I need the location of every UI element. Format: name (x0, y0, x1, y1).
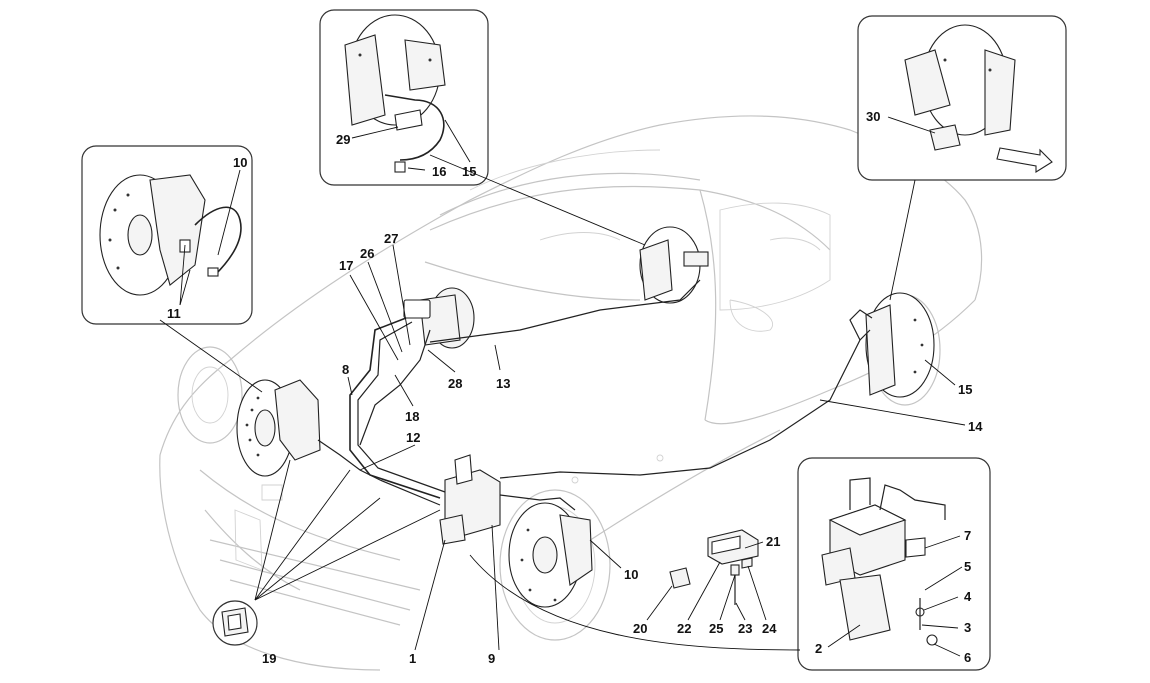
callout-11: 11 (167, 306, 181, 321)
callout-27: 27 (384, 231, 398, 246)
callout-22: 22 (677, 621, 691, 636)
callout-10-front-detail: 10 (233, 155, 247, 170)
rear-left-brake-assembly (639, 226, 709, 304)
front-left-brake-disc (236, 379, 321, 477)
callout-15-top: 15 (462, 164, 476, 179)
pipe-clamp-part (212, 600, 258, 646)
callout-16: 16 (432, 164, 446, 179)
callout-23: 23 (738, 621, 752, 636)
callout-6: 6 (964, 650, 971, 665)
callout-10-front-wheel: 10 (624, 567, 638, 582)
panel-connector-lines (159, 154, 916, 651)
callout-1: 1 (409, 651, 416, 666)
callout-15-main: 15 (958, 382, 972, 397)
callout-13: 13 (496, 376, 510, 391)
callout-labels: 10 11 29 16 15 30 27 26 17 8 28 13 18 12… (167, 109, 983, 666)
callout-21: 21 (766, 534, 780, 549)
callout-30: 30 (866, 109, 880, 124)
callout-14: 14 (968, 419, 983, 434)
callout-17: 17 (339, 258, 353, 273)
callout-7: 7 (964, 528, 971, 543)
callout-19: 19 (262, 651, 276, 666)
callout-leaders (179, 116, 966, 657)
rear-left-detail-panel (319, 9, 489, 186)
front-brake-detail-panel (81, 145, 253, 325)
brake-booster (403, 287, 475, 349)
brake-pipes (317, 279, 873, 511)
abs-detail-panel (797, 457, 991, 671)
callout-24: 24 (762, 621, 777, 636)
callout-20: 20 (633, 621, 647, 636)
callout-12: 12 (406, 430, 420, 445)
callout-18: 18 (405, 409, 419, 424)
callout-3: 3 (964, 620, 971, 635)
callout-29: 29 (336, 132, 350, 147)
callout-9: 9 (488, 651, 495, 666)
callout-28: 28 (448, 376, 462, 391)
callout-5: 5 (964, 559, 971, 574)
front-right-brake-disc (508, 502, 593, 608)
small-fixings-parts (669, 529, 759, 605)
callout-2: 2 (815, 641, 822, 656)
callout-8: 8 (342, 362, 349, 377)
rear-right-brake-assembly (865, 292, 935, 398)
callout-26: 26 (360, 246, 374, 261)
rear-right-detail-panel (857, 15, 1067, 181)
callout-25: 25 (709, 621, 723, 636)
abs-control-unit (439, 454, 501, 545)
callout-4: 4 (964, 589, 972, 604)
